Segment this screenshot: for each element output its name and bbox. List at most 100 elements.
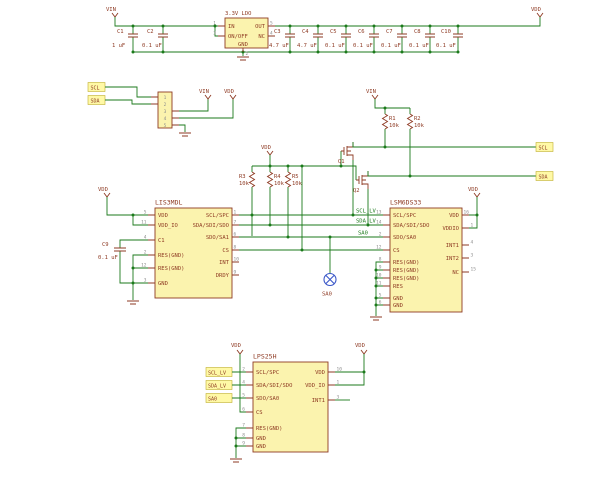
- res-value: 10k: [274, 181, 285, 187]
- pullups-and-level-shifters: VDD R3 10k R4 10k R5 10k VIN: [239, 89, 554, 237]
- power-label: VDD: [355, 343, 365, 349]
- res-ref: R1: [389, 116, 396, 122]
- pin-label: SDA/SDI/SDO: [256, 383, 292, 389]
- cap-value: 0.1 uF: [142, 43, 162, 49]
- ldo-regulator: 3.3V LDO IN ON/OFF OUT NC GND 1 3 5 4 2: [213, 11, 275, 57]
- pin-number: 3: [213, 31, 216, 37]
- wire-vdd: [179, 99, 234, 119]
- net-flag-sda: SDA: [535, 171, 554, 181]
- pin-label: RES(GND): [158, 253, 185, 259]
- cap-ref: C4: [302, 29, 309, 35]
- cap-ref: C1: [117, 29, 124, 35]
- cap-ref: C7: [386, 29, 393, 35]
- pin-number: 1: [234, 210, 237, 216]
- pin-label: ON/OFF: [228, 34, 248, 40]
- junction: [300, 248, 304, 252]
- net-flag-scl: SCL: [87, 82, 106, 92]
- cap-ref: C6: [358, 29, 365, 35]
- pin-number: 10: [337, 367, 343, 373]
- junction: [131, 281, 135, 285]
- cap-value: 4.7 uF: [269, 43, 289, 49]
- junction: [250, 213, 254, 217]
- junction: [131, 266, 135, 270]
- pin-label: VDD: [315, 370, 325, 376]
- pin-label: RES(GND): [256, 426, 283, 432]
- pin-number: 3: [471, 253, 474, 259]
- wire-res-gnd: [132, 254, 148, 300]
- pin-label: GND: [256, 444, 266, 450]
- junction: [286, 164, 290, 168]
- pin-label: VDD: [158, 213, 168, 219]
- resistor-R3: R3 10k: [239, 166, 256, 236]
- cap-value: 0.1 uF: [325, 43, 345, 49]
- junction: [366, 223, 370, 227]
- cap-ref: C8: [414, 29, 421, 35]
- io-header: SCL SDA 1 2 3 4 5 VIN VDD: [87, 82, 237, 137]
- pin-number: 5: [242, 393, 245, 399]
- pin-number: 10: [376, 273, 382, 279]
- pin-number: 15: [471, 267, 477, 273]
- ground-symbol: [127, 300, 139, 305]
- pin-label: VDD: [449, 213, 459, 219]
- pin-label: SCL/SPC: [206, 213, 229, 219]
- pin-number: 10: [234, 257, 240, 263]
- pin-number: 3: [337, 395, 340, 401]
- junction: [268, 164, 272, 168]
- resistor-R2: R2 10k: [406, 108, 425, 176]
- pin-label: CS: [222, 248, 229, 254]
- pin-number: 2: [144, 250, 147, 256]
- ground-symbol: [370, 316, 382, 321]
- wire-scl-hv: [352, 142, 536, 148]
- power-section: VIN VDD 3.3V LDO IN ON/OFF OUT NC GND: [106, 7, 544, 61]
- cap-value: 0.1 uF: [409, 43, 429, 49]
- capacitor-C10: C10 0.1 uF: [436, 24, 463, 54]
- ic-lsm6ds33: LSM6DS33 VDD SCL/SPC SDA/SDI/SDO SDO/SA0…: [370, 187, 481, 321]
- wire-vin-rail: [114, 17, 218, 27]
- net-flag-label: SCL_LV: [208, 371, 226, 377]
- net-flag-sda-lv: SDA_LV: [205, 380, 233, 390]
- pin-label: IN: [228, 24, 235, 30]
- pin-number: 4: [270, 31, 273, 37]
- power-label: VDD: [261, 145, 271, 151]
- pin-label: INT1: [446, 243, 459, 249]
- transistor-ref: Q2: [353, 188, 360, 194]
- pin-label: SCL/SPC: [393, 213, 416, 219]
- cap-value: 0.1 uF: [353, 43, 373, 49]
- part-title: LSM6DS33: [390, 199, 421, 207]
- pin-number: 3: [164, 109, 167, 115]
- res-value: 10k: [239, 181, 250, 187]
- capacitor-C3: C3 4.7 uF: [269, 24, 295, 54]
- wire-sda: [105, 99, 151, 105]
- pin-number: 2: [164, 102, 167, 108]
- pin-number: 6: [234, 232, 237, 238]
- cap-value: 0.1 uF: [436, 43, 456, 49]
- ground-symbol: [230, 458, 242, 463]
- junction: [408, 174, 412, 178]
- capacitor-C5: C5 0.1 uF: [325, 24, 351, 54]
- junction: [234, 436, 238, 440]
- net-flag-scl: SCL: [535, 142, 554, 152]
- pin-number: 7: [234, 220, 237, 226]
- junction: [339, 164, 343, 168]
- power-symbol: [204, 94, 212, 100]
- pin-label: RES(GND): [393, 268, 420, 274]
- wire-flag-stubs: [232, 371, 246, 399]
- pin-label: INT1: [312, 398, 325, 404]
- lis3mdl-pins: [148, 214, 239, 284]
- jumper-x: [325, 275, 335, 284]
- junction: [383, 145, 387, 149]
- cap-ref: C3: [274, 29, 281, 35]
- power-label: VDD: [98, 187, 108, 193]
- junction: [374, 268, 378, 272]
- sa0-jumper: SA0: [322, 237, 337, 298]
- pin-number: 9: [379, 265, 382, 271]
- res-ref: R5: [292, 174, 299, 180]
- pin-number: 6: [379, 300, 382, 306]
- net-flag-label: SA0: [208, 397, 217, 403]
- cap-ref: C9: [102, 242, 109, 248]
- pin-label: RES(GND): [393, 276, 420, 282]
- pin-label: SDO/SA0: [393, 235, 416, 241]
- pin-number: 12: [141, 263, 147, 269]
- wire-c1pin: [119, 239, 148, 248]
- junction: [268, 223, 272, 227]
